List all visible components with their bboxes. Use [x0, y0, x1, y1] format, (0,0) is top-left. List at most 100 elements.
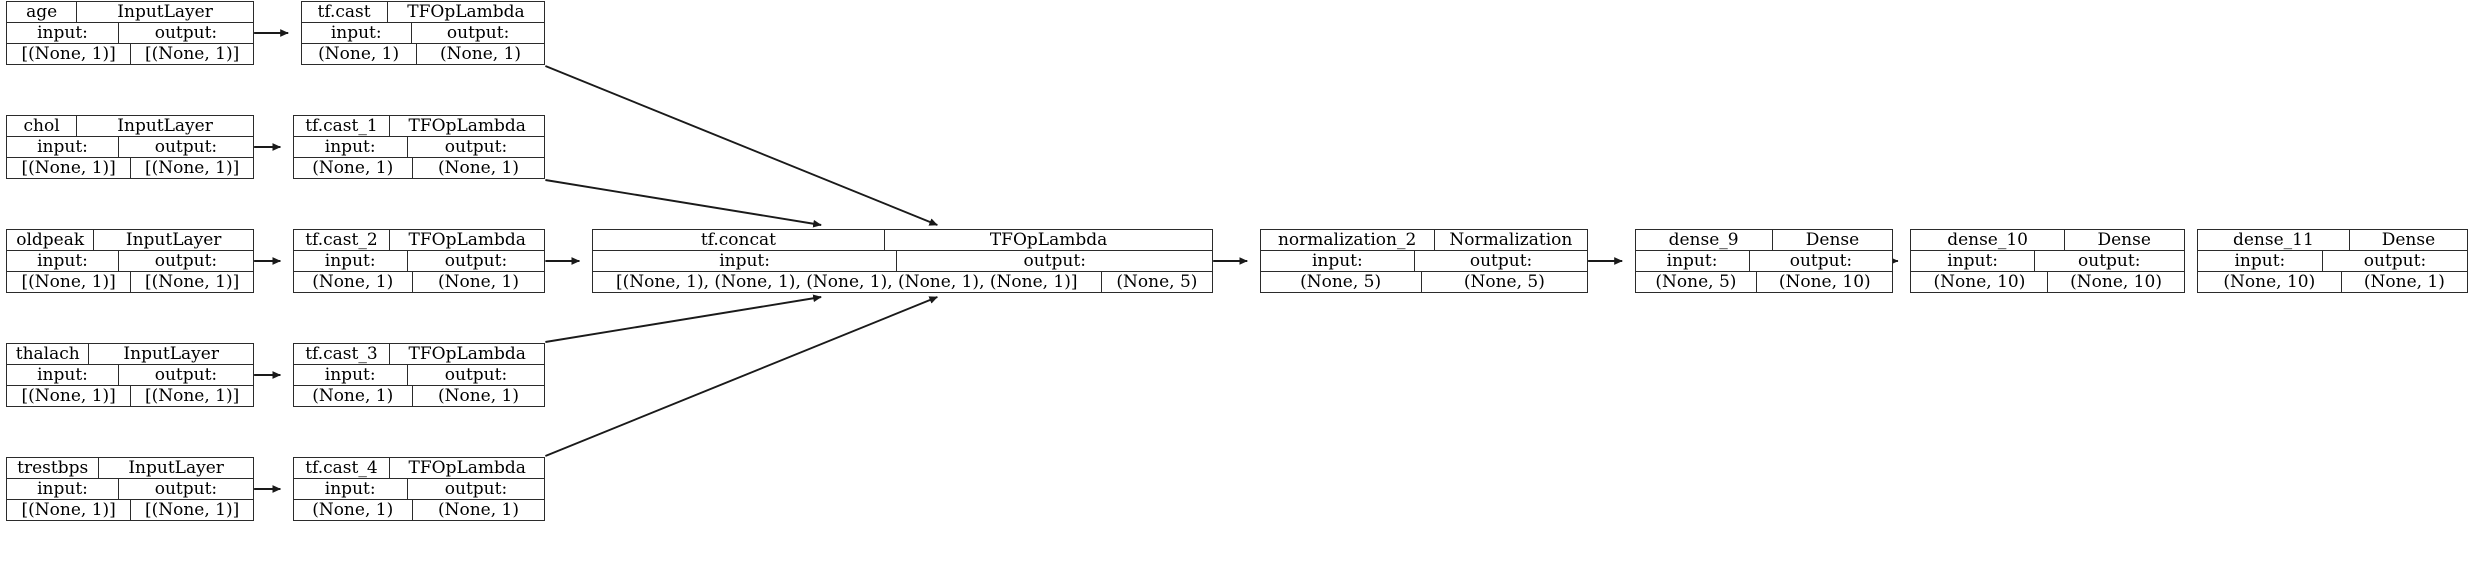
node-input-label: input:: [1947, 251, 1999, 271]
node-output-shape: (None, 5): [1100, 272, 1212, 292]
node-input-shape: (None, 1): [312, 500, 394, 520]
node-input-shape: (None, 1): [318, 44, 400, 64]
node-input-shape: [(None, 1)]: [21, 158, 116, 178]
node-layer-name: tf.cast_1: [305, 116, 378, 136]
node-layer-type: TFOpLambda: [389, 116, 544, 136]
node-output-shape: (None, 1): [415, 44, 545, 64]
node-layer-name: tf.cast_3: [305, 344, 378, 364]
node-output-label: output:: [406, 251, 545, 271]
node-input-shape: (None, 5): [1655, 272, 1737, 292]
node-output-label: output:: [410, 23, 545, 43]
node-input-shape: (None, 1): [312, 386, 394, 406]
node-trestbps[interactable]: trestbps InputLayer input: output:[(None, 1…: [6, 457, 255, 521]
node-layer-name: tf.cast: [317, 2, 371, 22]
node-layer-type: TFOpLambda: [389, 344, 544, 364]
node-input-shape: (None, 5): [1300, 272, 1382, 292]
node-layer-type: InputLayer: [98, 458, 253, 478]
node-layer-type: TFOpLambda: [883, 230, 1212, 250]
node-output-label: output:: [117, 479, 253, 499]
node-output-label: output:: [117, 251, 253, 271]
node-output-label: output:: [117, 365, 253, 385]
node-input-label: input:: [1666, 251, 1718, 271]
node-output-label: output:: [2321, 251, 2467, 271]
node-input-label: input:: [324, 137, 376, 157]
node-layer-name: age: [26, 2, 58, 22]
node-input-label: input:: [324, 365, 376, 385]
node-input-shape: [(None, 1)]: [21, 44, 116, 64]
node-layer-name: tf.cast_2: [305, 230, 378, 250]
node-input-label: input:: [37, 137, 88, 157]
edge-tf_cast_3-to-tf_concat: [545, 294, 822, 343]
edge-tf_cast_4-to-tf_concat: [545, 296, 938, 457]
node-layer-name: thalach: [15, 344, 80, 364]
node-layer-type: InputLayer: [76, 116, 253, 136]
node-input-label: input:: [37, 365, 88, 385]
node-layer-name: normalization_2: [1277, 230, 1417, 250]
node-dense_9[interactable]: dense_9 Dense input: output: (None, 5) (None,…: [1634, 229, 1894, 293]
node-input-label: input:: [37, 23, 88, 43]
node-input-shape: [(None, 1), (None, 1), (None, 1), (None,…: [615, 272, 1078, 292]
node-output-label: output:: [406, 137, 545, 157]
node-tf_cast_1[interactable]: tf.cast_1 TFOpLambda input: output: (None, 1…: [292, 115, 546, 179]
node-input-label: input:: [324, 479, 376, 499]
node-output-shape: [(None, 1)]: [130, 500, 253, 520]
node-output-label: output:: [117, 23, 253, 43]
node-input-label: input:: [37, 251, 88, 271]
node-output-label: output:: [896, 251, 1212, 271]
node-input-shape: [(None, 1)]: [21, 386, 116, 406]
node-output-shape: (None, 1): [411, 386, 545, 406]
node-layer-name: chol: [23, 116, 60, 136]
node-layer-type: TFOpLambda: [389, 230, 544, 250]
node-input-shape: [(None, 1)]: [21, 500, 116, 520]
node-output-label: output:: [406, 479, 545, 499]
node-input-label: input:: [37, 479, 88, 499]
node-input-shape: (None, 1): [312, 272, 394, 292]
node-layer-type: Normalization: [1433, 230, 1587, 250]
node-output-shape: [(None, 1)]: [130, 272, 253, 292]
node-output-shape: (None, 10): [2047, 272, 2183, 292]
node-output-label: output:: [1748, 251, 1893, 271]
node-output-shape: [(None, 1)]: [130, 44, 253, 64]
node-layer-name: dense_10: [1947, 230, 2028, 250]
node-layer-name: tf.cast_4: [305, 458, 378, 478]
node-input-label: input:: [2234, 251, 2286, 271]
node-layer-type: InputLayer: [88, 344, 253, 364]
node-output-label: output:: [2033, 251, 2184, 271]
node-output-shape: (None, 1): [411, 500, 545, 520]
node-layer-name: tf.concat: [700, 230, 776, 250]
edge-tf_cast-to-tf_concat: [545, 65, 938, 226]
node-input-label: input:: [1311, 251, 1363, 271]
node-output-shape: (None, 1): [2340, 272, 2468, 292]
node-output-shape: (None, 1): [411, 272, 545, 292]
node-output-shape: (None, 10): [1756, 272, 1892, 292]
node-input-shape: [(None, 1)]: [21, 272, 116, 292]
node-layer-type: Dense: [2063, 230, 2184, 250]
node-layer-type: InputLayer: [76, 2, 253, 22]
node-layer-type: TFOpLambda: [386, 2, 545, 22]
node-layer-type: Dense: [1771, 230, 1893, 250]
node-tf_concat[interactable]: tf.concat TFOpLambda input: output:[(None, …: [591, 229, 1214, 293]
node-layer-name: dense_9: [1668, 230, 1739, 250]
node-output-label: output:: [1414, 251, 1587, 271]
node-input-label: input:: [330, 23, 382, 43]
node-input-shape: (None, 1): [312, 158, 394, 178]
node-normalization_2[interactable]: normalization_2 Normalization input: output…: [1259, 229, 1589, 293]
node-output-shape: [(None, 1)]: [130, 386, 253, 406]
node-layer-type: TFOpLambda: [389, 458, 544, 478]
node-output-shape: (None, 5): [1420, 272, 1588, 292]
node-layer-name: trestbps: [17, 458, 89, 478]
node-layer-type: Dense: [2348, 230, 2467, 250]
node-input-shape: (None, 10): [2223, 272, 2316, 292]
node-input-label: input:: [719, 251, 770, 271]
